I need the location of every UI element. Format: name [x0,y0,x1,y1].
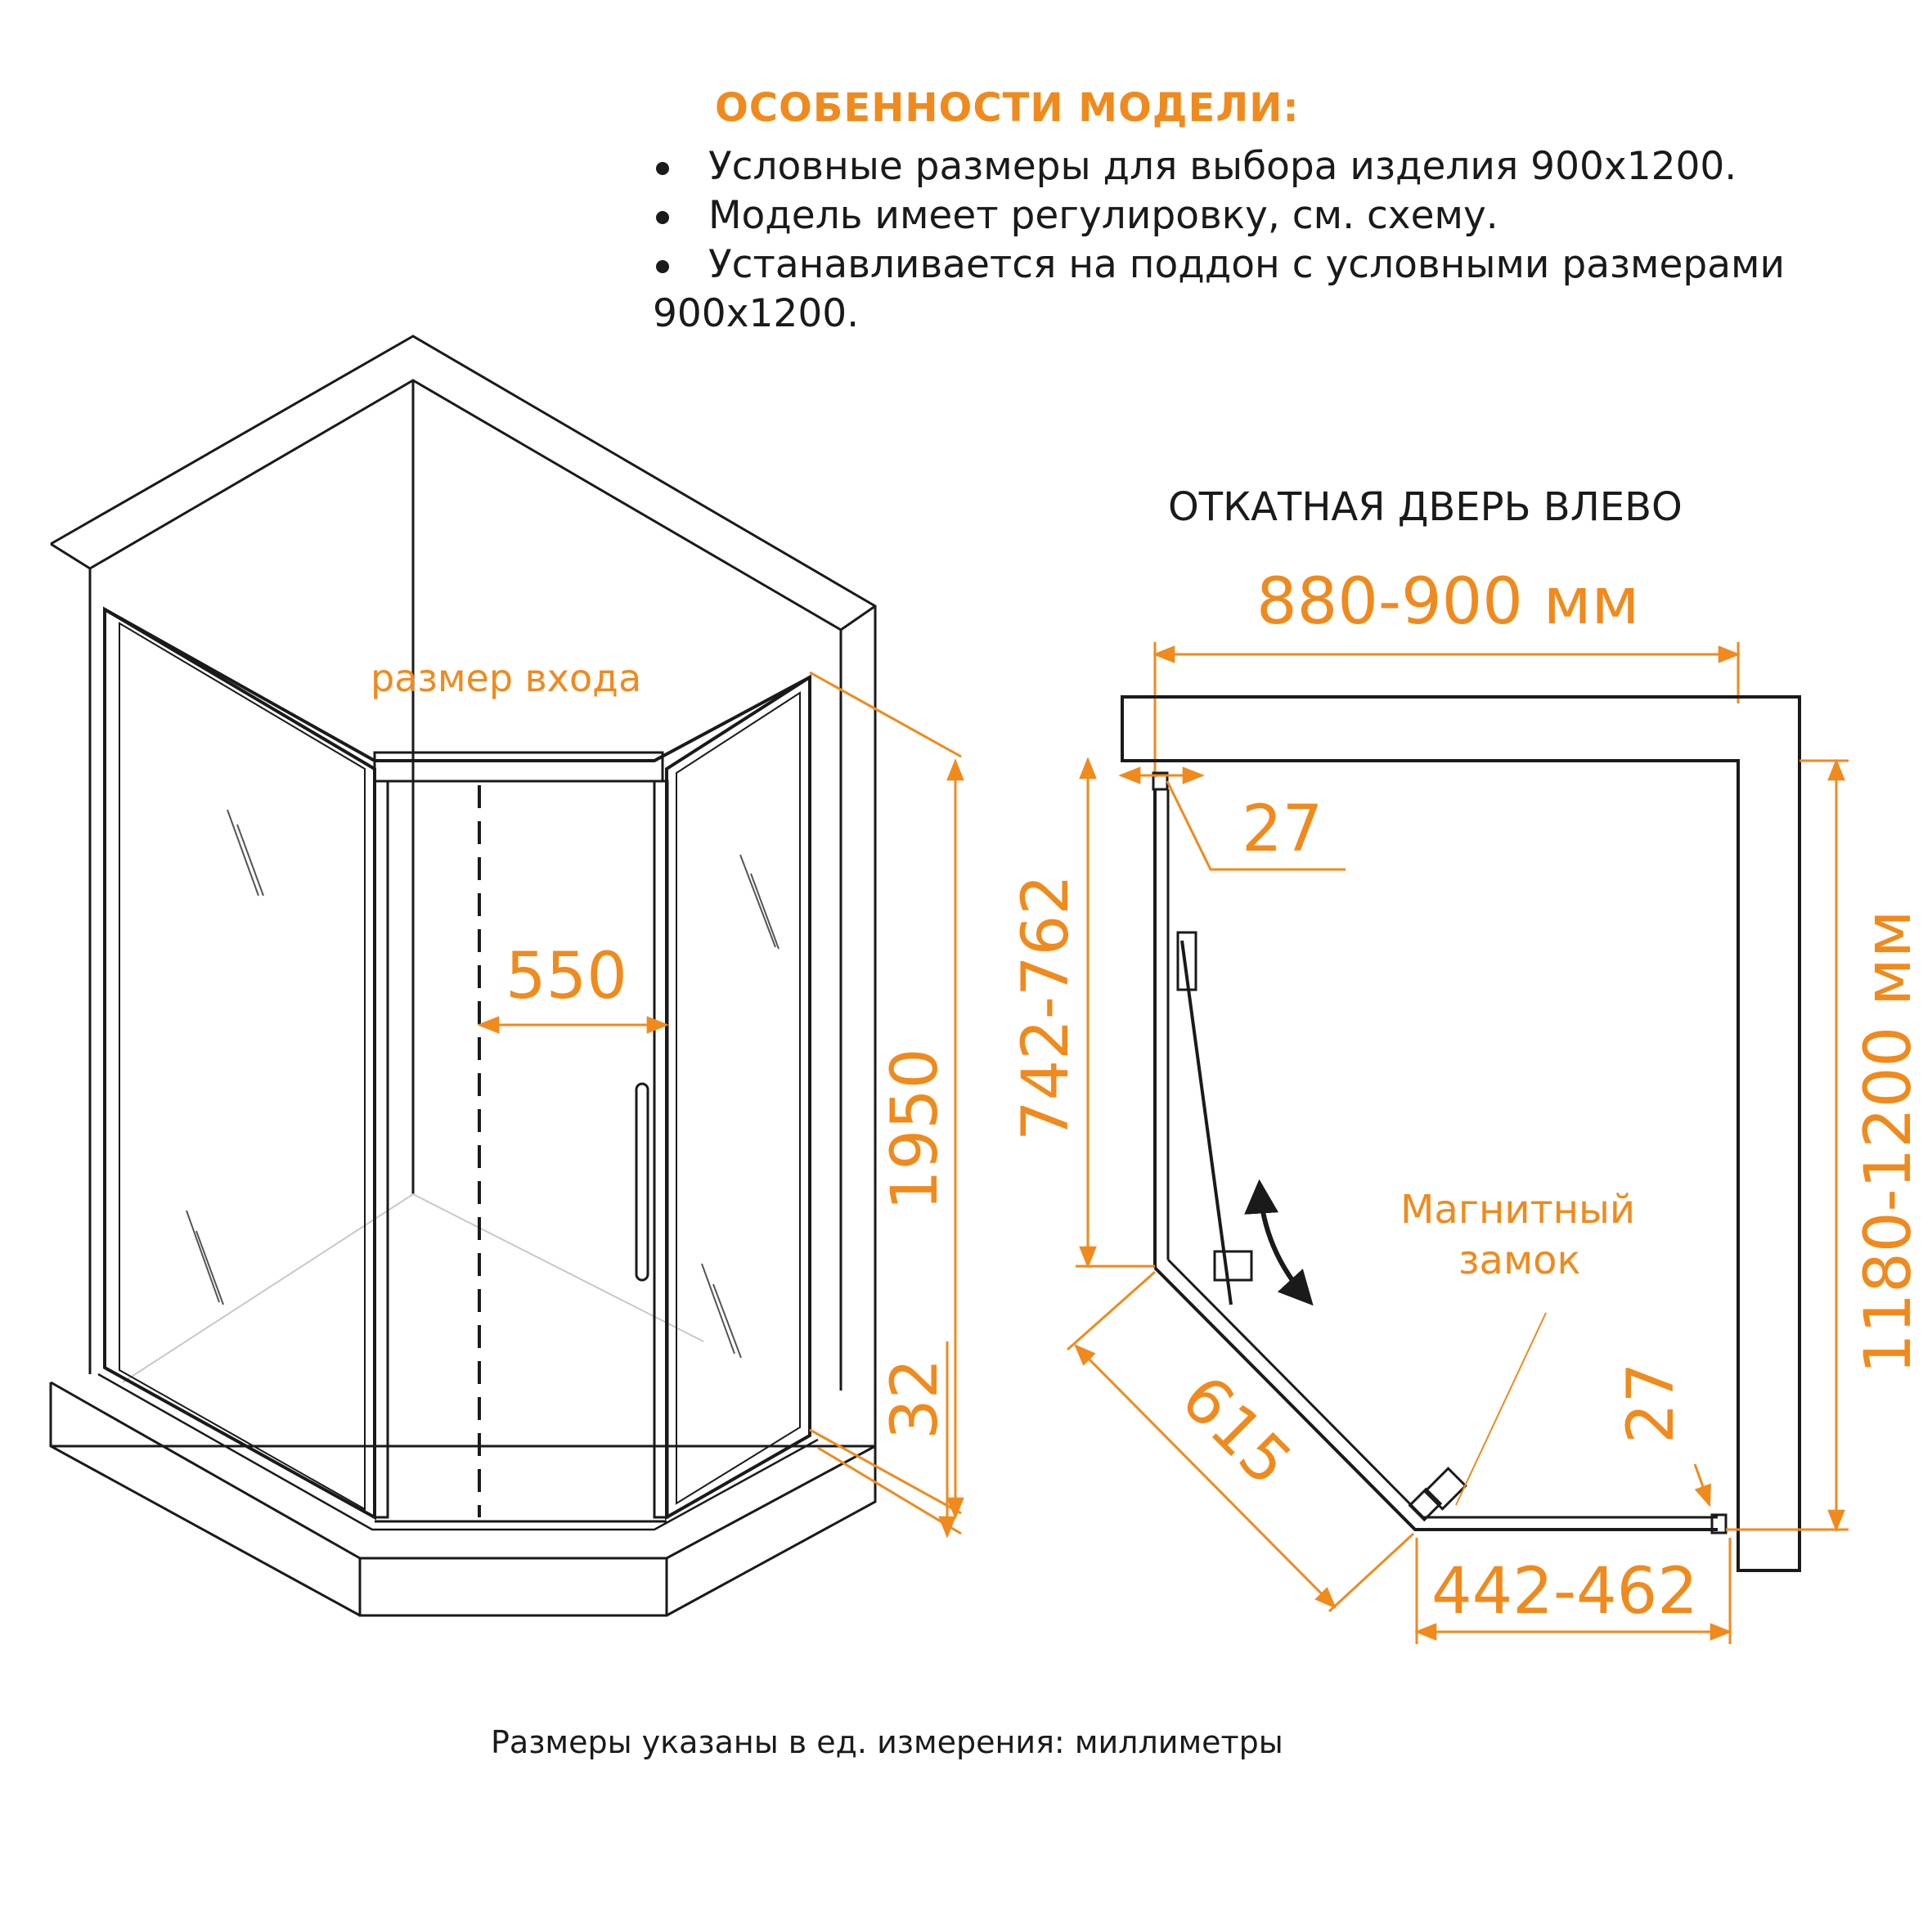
feature-item: Условные размеры для выбора изделия 900x… [653,142,1896,191]
hinge-bottom [1213,1250,1253,1282]
magnet-lock-top [1423,1467,1467,1511]
wall-right-inner [840,604,876,631]
width-range-value: 880-900 мм [1256,565,1639,639]
swing-door-open [1180,940,1233,1305]
tray-rim [97,1373,819,1531]
feature-text: Модель имеет регулировку, см. схему. [708,193,1498,238]
wall-inner-top [89,379,842,631]
tray-top-left [49,1382,361,1617]
profile-top-leader [1166,780,1346,871]
feature-text-continuation: 900x1200. [653,291,860,336]
left-glass-panel [103,606,376,1521]
diagonal-ext-bottom [1328,1532,1415,1613]
magnet-label-line2: замок [1458,1238,1581,1283]
left-glass-inner [119,622,366,1511]
top-rail [104,608,811,762]
diagonal-ext-top [1067,1270,1156,1351]
height-value: 1950 [878,1048,952,1211]
wall-outline [50,335,877,1448]
door-handle [635,1082,649,1282]
profile-top-value: 27 [1242,793,1323,866]
height-extension-top [809,671,962,758]
features-title: ОСОБЕННОСТИ МОДЕЛИ: [715,85,1300,131]
right-wall-profile [1710,1513,1728,1534]
swing-arrow [1244,1179,1314,1306]
magnet-label-line1: Магнитный [1400,1187,1635,1233]
wall-left-inner [50,542,91,570]
magnet-leader [1455,1312,1547,1506]
tray-top-right [666,1446,877,1617]
depth-range-value: 1180-1200 мм [1852,910,1925,1374]
right-glass-inner [676,691,801,1505]
entry-size-label: размер входа [371,656,641,700]
base-extension [817,1446,962,1535]
tray-front [358,1557,668,1617]
diagonal-dim-line [1074,1344,1337,1609]
feature-item: Модель имеет регулировку, см. схему. [653,191,1896,240]
right-glass-panel [665,674,811,1521]
bottom-side-value: 442-462 [1431,1555,1698,1629]
feature-text: Условные размеры для выбора изделия 900x… [708,144,1737,189]
isometric-view: размер входа 550 1950 32 [49,335,964,1617]
units-footnote: Размеры указаны в ед. измерения: миллиме… [491,1724,1283,1760]
base-height-value: 32 [878,1359,952,1440]
glass-reflection-marks [186,809,780,1359]
hinge-top [1176,931,1197,991]
profile-right-value: 27 [1615,1363,1688,1444]
left-side-value: 742-762 [1009,874,1083,1141]
features-list: Условные размеры для выбора изделия 900x… [653,142,1896,339]
magnet-lock-bottom [1408,1487,1443,1522]
height-extension-bottom [809,1428,962,1515]
feature-text: Устанавливается на поддон с условными ра… [708,242,1786,287]
floor-lines [122,1193,704,1383]
front-header [373,751,664,783]
front-left-jamb [373,780,389,1519]
entry-width-value: 550 [505,940,627,1013]
front-right-jamb [653,780,669,1519]
profile-right-dim [1693,1463,1711,1507]
plan-title: ОТКАТНАЯ ДВЕРЬ ВЛЕВО [1168,484,1683,530]
plan-view: ОТКАТНАЯ ДВЕРЬ ВЛЕВО 880-900 мм 27 742-7 [1009,484,1925,1644]
diagonal-value: 615 [1167,1362,1305,1500]
wall-l-shape [1121,695,1801,1572]
feature-item: Устанавливается на поддон с условными ра… [653,240,1896,339]
